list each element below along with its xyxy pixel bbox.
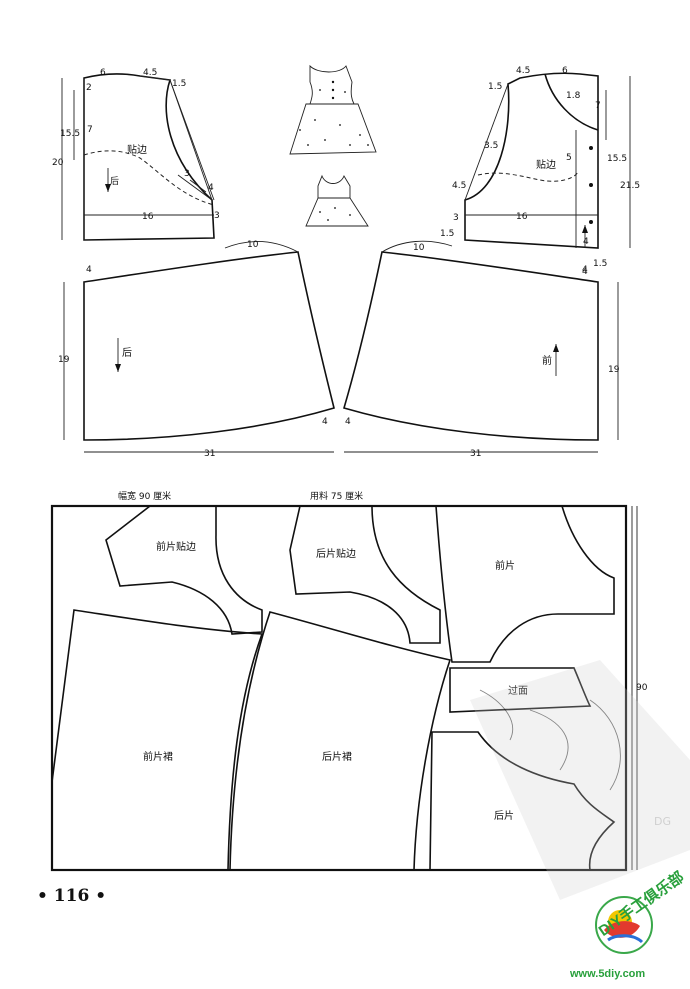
watermark-tag: DG bbox=[654, 815, 671, 828]
front-bodice-label-a: 4.5 bbox=[516, 66, 530, 76]
front-bodice-label-o: 5 bbox=[566, 153, 572, 163]
layout-back-facing: 后片贴边 bbox=[316, 547, 356, 560]
back-bodice-label-e: 7 bbox=[87, 125, 93, 135]
back-bodice-label-d: 2 bbox=[86, 83, 92, 93]
back-skirt-top-label: 10 bbox=[247, 240, 259, 250]
back-skirt-piece bbox=[229, 611, 452, 871]
back-bodice-pattern: 6 4.5 1.5 2 7 15.5 20 3 4 3 16 贴边 后 bbox=[52, 68, 220, 241]
page-number: • 116 • bbox=[37, 886, 107, 906]
dress-illustration-front bbox=[289, 64, 377, 155]
cutting-layout: 幅宽 90 厘米 用料 75 厘米 90 前片贴边 后片贴边 前片 过面 前片裙… bbox=[50, 490, 648, 872]
layout-side-label: 90 bbox=[636, 683, 648, 693]
layout-front: 前片 bbox=[495, 559, 515, 572]
dress-illustration-back bbox=[305, 174, 369, 227]
front-bodice-label-l: 1.5 bbox=[440, 229, 454, 239]
back-skirt-grain-label: 后 bbox=[122, 347, 132, 359]
layout-front-skirt: 前片裙 bbox=[143, 750, 173, 763]
front-skirt-piece bbox=[51, 609, 264, 871]
back-skirt-bottom-label: 31 bbox=[204, 449, 215, 459]
front-bodice-label-n: 1.5 bbox=[593, 259, 607, 269]
front-bodice-pattern: 4.5 6 1.5 1.8 7 3.5 15.5 21.5 4.5 3 16 1… bbox=[440, 66, 640, 277]
front-bodice-label-i: 4.5 bbox=[452, 181, 466, 191]
layout-width-label: 幅宽 90 厘米 bbox=[118, 490, 171, 502]
back-bodice-label-a: 6 bbox=[100, 68, 106, 78]
front-bodice-label-j: 3 bbox=[453, 213, 459, 223]
back-bodice-label-j: 3 bbox=[214, 211, 220, 221]
back-bodice-label-i: 4 bbox=[208, 183, 214, 193]
back-bodice-label-b: 4.5 bbox=[143, 68, 157, 78]
front-bodice-label-e: 7 bbox=[595, 101, 601, 111]
back-bodice-label-h: 3 bbox=[184, 169, 190, 179]
front-bodice-label-k: 16 bbox=[516, 212, 528, 222]
back-bodice-label-c: 1.5 bbox=[172, 79, 186, 89]
back-bodice-label-g: 20 bbox=[52, 158, 64, 168]
back-bodice-label-f: 15.5 bbox=[60, 129, 80, 139]
front-bodice-label-g: 15.5 bbox=[607, 154, 627, 164]
layout-front-facing: 前片贴边 bbox=[156, 540, 196, 553]
front-bodice-facing-label: 贴边 bbox=[536, 158, 556, 171]
back-bodice-grain-label: 后 bbox=[110, 176, 119, 187]
front-bodice-label-d: 1.8 bbox=[566, 91, 581, 101]
yoke-piece bbox=[449, 667, 592, 713]
front-bodice-label-m: 4 bbox=[583, 237, 589, 247]
front-skirt-side-label: 4 bbox=[582, 265, 588, 275]
back-skirt-side-label: 4 bbox=[86, 265, 92, 275]
back-bodice-label-k: 16 bbox=[142, 212, 154, 222]
layout-back-skirt: 后片裙 bbox=[322, 750, 352, 763]
front-piece bbox=[435, 505, 615, 663]
layout-yoke: 过面 bbox=[508, 684, 528, 697]
back-facing-piece bbox=[289, 505, 441, 644]
back-skirt-height-label: 19 bbox=[58, 355, 70, 365]
front-skirt-pattern: 10 4 19 31 前 4 bbox=[343, 240, 620, 459]
front-facing-piece bbox=[105, 505, 263, 635]
layout-fabric-label: 用料 75 厘米 bbox=[310, 490, 363, 502]
watermark: DG bbox=[470, 660, 690, 900]
front-skirt-hem-side-label: 4 bbox=[345, 417, 351, 427]
back-skirt-hem-side-label: 4 bbox=[322, 417, 328, 427]
layout-back: 后片 bbox=[494, 809, 514, 822]
back-bodice-facing-label: 贴边 bbox=[127, 143, 147, 156]
front-skirt-grain-label: 前 bbox=[542, 354, 552, 367]
back-piece bbox=[429, 731, 616, 871]
front-bodice-label-h: 21.5 bbox=[620, 181, 640, 191]
front-skirt-top-label: 10 bbox=[413, 243, 425, 253]
front-bodice-label-p: 4 bbox=[582, 267, 588, 277]
front-skirt-height-label: 19 bbox=[608, 365, 620, 375]
front-bodice-label-c: 1.5 bbox=[488, 82, 502, 92]
front-skirt-bottom-label: 31 bbox=[470, 449, 481, 459]
front-bodice-label-f: 3.5 bbox=[484, 141, 498, 151]
front-bodice-label-b: 6 bbox=[562, 66, 568, 76]
watermark-site: www.5diy.com bbox=[569, 968, 645, 980]
back-skirt-pattern: 10 4 19 31 后 4 bbox=[58, 240, 335, 459]
